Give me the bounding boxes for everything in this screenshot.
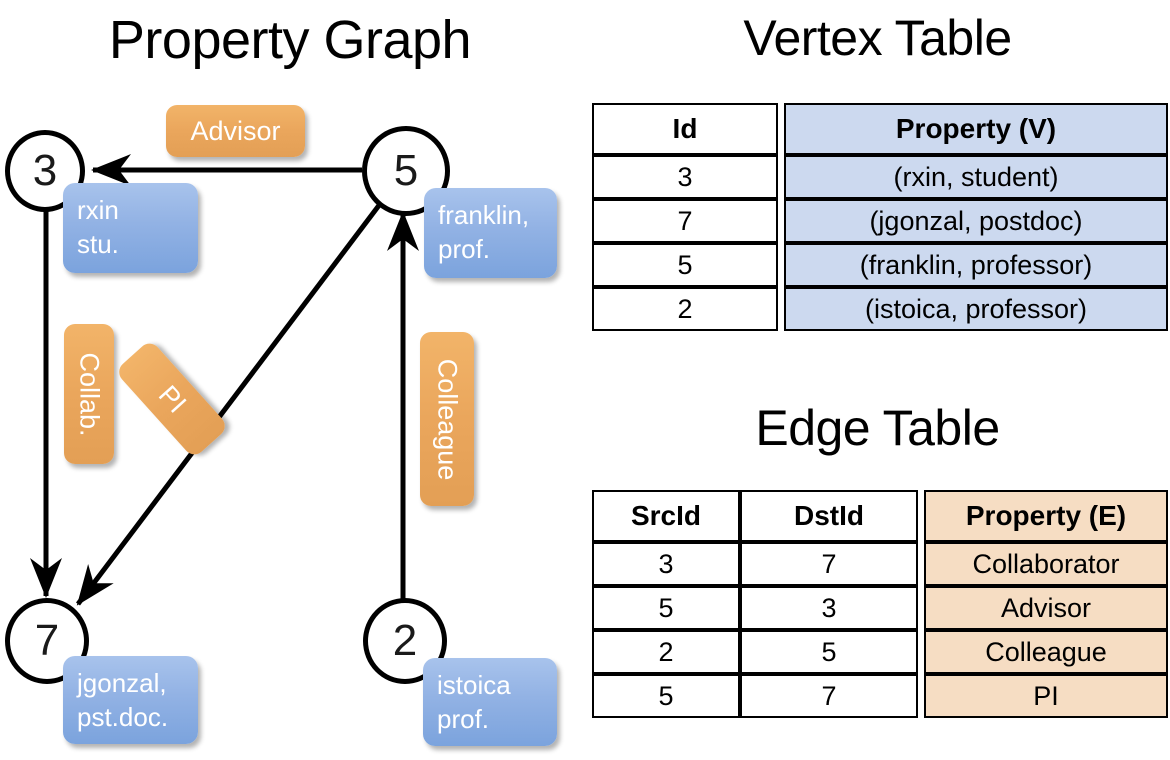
graph-node-2[interactable]: 2 [363, 598, 447, 684]
column-gap [778, 199, 784, 243]
edge-row-2-src: 2 [592, 630, 740, 674]
column-gap [778, 155, 784, 199]
node-property-franklin-line2: prof. [438, 234, 491, 264]
node-property-box-franklin: franklin, prof. [424, 188, 557, 278]
table-row[interactable]: 3 7 Collaborator [592, 542, 1168, 586]
node-property-box-istoica: istoica prof. [423, 658, 557, 746]
node-property-rxin-line1: rxin [77, 195, 119, 225]
vertex-row-0-id: 3 [592, 155, 778, 199]
edge-row-1-src: 5 [592, 586, 740, 630]
edge-label-colleague: Colleague [420, 332, 474, 506]
edge-row-3-property: PI [924, 674, 1168, 718]
edge-label-pi-text: PI [152, 379, 193, 419]
column-gap [778, 103, 784, 155]
edge-label-colleague-text: Colleague [432, 358, 463, 480]
property-graph-diagram: 3 5 7 2 rxin stu. franklin, prof. jgonza… [0, 0, 580, 760]
vertex-table-header-property: Property (V) [784, 103, 1168, 155]
edge-row-3-src: 5 [592, 674, 740, 718]
table-row[interactable]: 5 3 Advisor [592, 586, 1168, 630]
table-row[interactable]: 5 7 PI [592, 674, 1168, 718]
edge-5-to-7-pi [76, 198, 385, 606]
edge-table-header-row: SrcId DstId Property (E) [592, 490, 1168, 542]
edge-row-2-dst: 5 [740, 630, 918, 674]
edge-row-0-dst: 7 [740, 542, 918, 586]
page-title-property-graph: Property Graph [108, 10, 472, 70]
table-row[interactable]: 2 (istoica, professor) [592, 287, 1168, 331]
vertex-row-2-id: 5 [592, 243, 778, 287]
node-property-franklin-line1: franklin, [438, 200, 530, 230]
edge-label-advisor: Advisor [166, 105, 305, 157]
vertex-row-2-property: (franklin, professor) [784, 243, 1168, 287]
vertex-row-3-id: 2 [592, 287, 778, 331]
node-property-box-rxin: rxin stu. [63, 183, 198, 273]
vertex-table: Id Property (V) 3 (rxin, student) 7 (jgo… [592, 103, 1168, 331]
vertex-row-0-property: (rxin, student) [784, 155, 1168, 199]
edge-row-1-dst: 3 [740, 586, 918, 630]
node-property-istoica-line2: prof. [437, 704, 490, 734]
table-row[interactable]: 3 (rxin, student) [592, 155, 1168, 199]
node-property-box-jgonzal: jgonzal, pst.doc. [63, 656, 198, 744]
page-title-edge-table: Edge Table [755, 400, 1000, 456]
graph-node-5[interactable]: 5 [362, 126, 450, 216]
table-row[interactable]: 7 (jgonzal, postdoc) [592, 199, 1168, 243]
edge-table-header-property: Property (E) [924, 490, 1168, 542]
edge-row-3-dst: 7 [740, 674, 918, 718]
edge-table-header-srcid: SrcId [592, 490, 740, 542]
column-gap [918, 674, 924, 718]
table-row[interactable]: 5 (franklin, professor) [592, 243, 1168, 287]
edge-row-0-property: Collaborator [924, 542, 1168, 586]
column-gap [778, 287, 784, 331]
node-property-jgonzal-line1: jgonzal, [77, 668, 167, 698]
node-property-istoica-line1: istoica [437, 670, 511, 700]
vertex-row-1-id: 7 [592, 199, 778, 243]
column-gap [918, 630, 924, 674]
edge-label-collab-text: Collab. [74, 351, 105, 437]
node-property-jgonzal-line2: pst.doc. [77, 702, 169, 732]
column-gap [918, 542, 924, 586]
column-gap [918, 490, 924, 542]
table-row[interactable]: 2 5 Colleague [592, 630, 1168, 674]
node-property-rxin-line2: stu. [77, 229, 119, 259]
graph-edges-layer [30, 154, 419, 606]
column-gap [918, 586, 924, 630]
edge-label-collab: Collab. [64, 324, 114, 464]
edge-row-1-property: Advisor [924, 586, 1168, 630]
vertex-table-header-id: Id [592, 103, 778, 155]
vertex-row-1-property: (jgonzal, postdoc) [784, 199, 1168, 243]
vertex-table-header-row: Id Property (V) [592, 103, 1168, 155]
edge-table-header-dstid: DstId [740, 490, 918, 542]
page-title-vertex-table: Vertex Table [743, 10, 1012, 66]
edge-row-0-src: 3 [592, 542, 740, 586]
vertex-row-3-property: (istoica, professor) [784, 287, 1168, 331]
edge-row-2-property: Colleague [924, 630, 1168, 674]
column-gap [778, 243, 784, 287]
edge-table: SrcId DstId Property (E) 3 7 Collaborato… [592, 490, 1168, 718]
